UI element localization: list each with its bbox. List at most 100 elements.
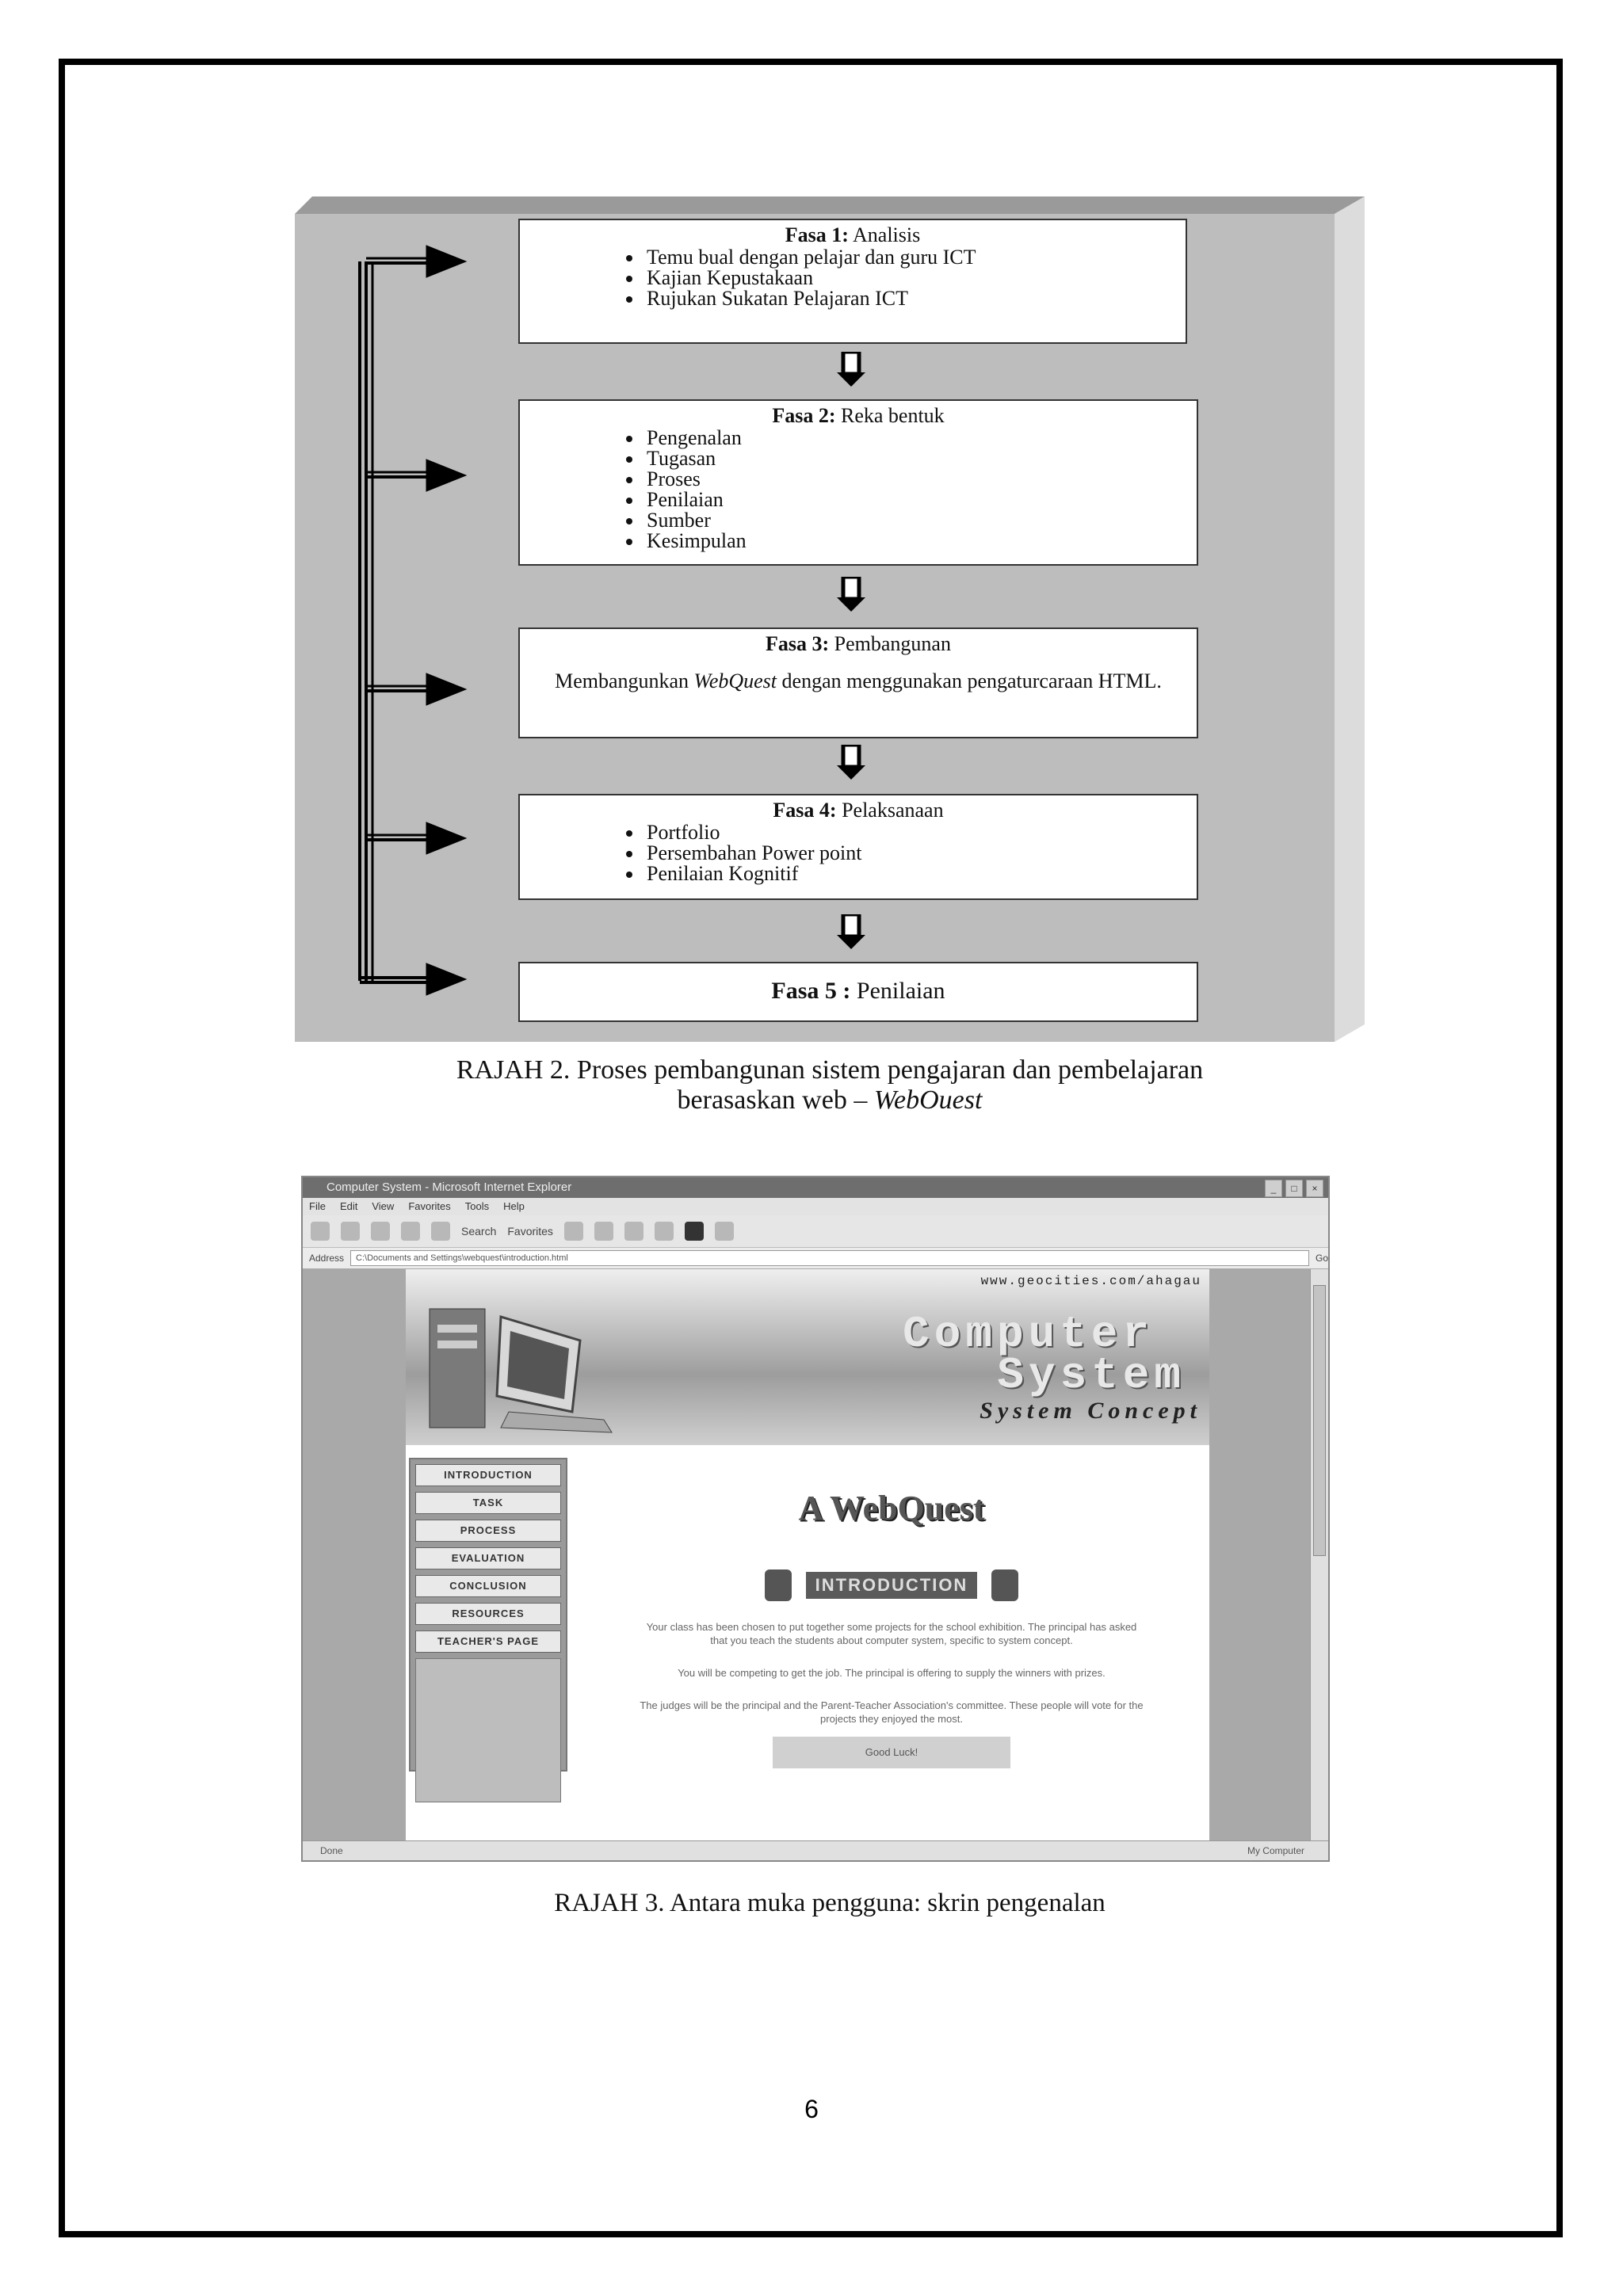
list-item: Portfolio [643, 822, 1197, 843]
phase-2-list: Pengenalan Tugasan Proses Penilaian Sumb… [520, 428, 1197, 551]
list-item: Kajian Kepustakaan [643, 268, 1186, 288]
phase-4-box: Fasa 4: Pelaksanaan Portfolio Persembaha… [518, 794, 1198, 900]
nav-task[interactable]: TASK [415, 1492, 561, 1514]
media-icon[interactable] [564, 1222, 583, 1241]
phase-3-description: Membangunkan WebQuest dengan menggunakan… [520, 670, 1197, 692]
history-icon[interactable] [594, 1222, 613, 1241]
section-title: INTRODUCTION [806, 1572, 978, 1599]
down-arrow-icon [835, 745, 867, 781]
phase-5-heading: Fasa 5 : [771, 978, 850, 1004]
banner-subtitle: System Concept [980, 1398, 1201, 1425]
list-item: Proses [643, 469, 1197, 490]
menu-help[interactable]: Help [503, 1198, 525, 1215]
address-bar: Address C:\Documents and Settings\webque… [303, 1248, 1328, 1269]
list-item: Pengenalan [643, 428, 1197, 448]
phase-5-name: Penilaian [857, 978, 945, 1004]
menu-view[interactable]: View [372, 1198, 394, 1215]
phase-3-heading: Fasa 3: [766, 632, 829, 655]
list-item: Temu bual dengan pelajar dan guru ICT [643, 247, 1186, 268]
close-icon[interactable]: × [1306, 1180, 1323, 1197]
good-luck-text: Good Luck! [773, 1737, 1010, 1768]
list-item: Rujukan Sukatan Pelajaran ICT [643, 288, 1186, 309]
site-url: www.geocities.com/ahagau [981, 1274, 1201, 1288]
nav-process[interactable]: PROCESS [415, 1520, 561, 1542]
phase-3-box: Fasa 3: Pembangunan Membangunkan WebQues… [518, 627, 1198, 738]
address-input[interactable]: C:\Documents and Settings\webquest\intro… [350, 1250, 1309, 1266]
favorites-button[interactable]: Favorites [507, 1225, 553, 1238]
back-icon[interactable] [311, 1222, 330, 1241]
figure-3-browser-screenshot: Computer System - Microsoft Internet Exp… [301, 1176, 1330, 1862]
phase-4-list: Portfolio Persembahan Power point Penila… [520, 822, 1197, 884]
list-item: Penilaian [643, 490, 1197, 510]
site-info-panel [415, 1658, 561, 1802]
intro-paragraph: The judges will be the principal and the… [638, 1699, 1145, 1726]
discuss-icon[interactable] [715, 1222, 734, 1241]
nav-evaluation[interactable]: EVALUATION [415, 1547, 561, 1569]
figure-3-caption: RAJAH 3. Antara muka pengguna: skrin pen… [295, 1889, 1365, 1918]
maximize-icon[interactable]: □ [1285, 1180, 1303, 1197]
webquest-term: WebOuest [874, 1085, 983, 1115]
feedback-arrows [295, 196, 493, 1042]
webquest-site: www.geocities.com/ahagau Computer System… [406, 1269, 1209, 1843]
forward-icon[interactable] [341, 1222, 360, 1241]
nav-resources[interactable]: RESOURCES [415, 1603, 561, 1625]
site-main-content: A WebQuest INTRODUCTION Your class has b… [574, 1459, 1209, 1843]
nav-conclusion[interactable]: CONCLUSION [415, 1575, 561, 1597]
status-zone: My Computer [1247, 1841, 1304, 1860]
site-title: A WebQuest [574, 1488, 1209, 1528]
go-button[interactable]: Go [1316, 1253, 1328, 1264]
nav-teachers-page[interactable]: TEACHER'S PAGE [415, 1630, 561, 1653]
scrollbar-thumb[interactable] [1313, 1285, 1326, 1556]
menu-tools[interactable]: Tools [465, 1198, 489, 1215]
phase-4-heading: Fasa 4: [773, 799, 836, 822]
list-item: Kesimpulan [643, 531, 1197, 551]
window-title-bar: Computer System - Microsoft Internet Exp… [303, 1177, 1328, 1198]
list-item: Sumber [643, 510, 1197, 531]
list-item: Persembahan Power point [643, 843, 1197, 864]
down-arrow-icon [835, 577, 867, 613]
plate-side-bevel [1335, 196, 1365, 1042]
phase-1-list: Temu bual dengan pelajar dan guru ICT Ka… [520, 247, 1186, 309]
banner-word-system: System [997, 1350, 1186, 1401]
site-banner: www.geocities.com/ahagau Computer System… [406, 1269, 1209, 1445]
down-arrow-icon [835, 914, 867, 951]
mail-icon[interactable] [624, 1222, 643, 1241]
refresh-icon[interactable] [401, 1222, 420, 1241]
menu-bar: File Edit View Favorites Tools Help [303, 1198, 1328, 1215]
search-button[interactable]: Search [461, 1225, 496, 1238]
edit-page-icon[interactable] [685, 1222, 704, 1241]
phase-1-heading: Fasa 1: [785, 223, 849, 246]
phase-2-heading: Fasa 2: [772, 404, 835, 427]
down-arrow-icon [835, 352, 867, 388]
list-item: Tugasan [643, 448, 1197, 469]
print-icon[interactable] [655, 1222, 674, 1241]
section-header: INTRODUCTION [574, 1569, 1209, 1601]
vertical-scrollbar[interactable] [1310, 1269, 1328, 1843]
window-title: Computer System - Microsoft Internet Exp… [327, 1180, 571, 1194]
phase-1-box: Fasa 1: Analisis Temu bual dengan pelaja… [518, 219, 1187, 344]
phase-2-box: Fasa 2: Reka bentuk Pengenalan Tugasan P… [518, 399, 1198, 566]
user-icon [991, 1569, 1018, 1601]
menu-favorites[interactable]: Favorites [408, 1198, 450, 1215]
nav-introduction[interactable]: INTRODUCTION [415, 1464, 561, 1486]
toolbar: Search Favorites [303, 1215, 1328, 1248]
site-nav: INTRODUCTION TASK PROCESS EVALUATION CON… [409, 1458, 567, 1772]
phase-1-name: Analisis [853, 223, 920, 246]
status-bar: Done My Computer [303, 1840, 1328, 1860]
status-text: Done [320, 1841, 343, 1860]
browser-viewport: www.geocities.com/ahagau Computer System… [303, 1269, 1312, 1843]
address-label: Address [309, 1253, 344, 1264]
page-number: 6 [0, 2095, 1623, 2124]
figure-2-caption: RAJAH 2. Proses pembangunan sistem penga… [295, 1055, 1365, 1116]
intro-paragraph: You will be competing to get the job. Th… [638, 1666, 1145, 1680]
computer-image [422, 1293, 628, 1436]
home-icon[interactable] [431, 1222, 450, 1241]
stop-icon[interactable] [371, 1222, 390, 1241]
user-icon [765, 1569, 792, 1601]
menu-edit[interactable]: Edit [340, 1198, 357, 1215]
webquest-term: WebQuest [694, 669, 777, 692]
phase-4-name: Pelaksanaan [842, 799, 944, 822]
minimize-icon[interactable]: _ [1265, 1180, 1282, 1197]
menu-file[interactable]: File [309, 1198, 326, 1215]
phase-3-name: Pembangunan [834, 632, 951, 655]
